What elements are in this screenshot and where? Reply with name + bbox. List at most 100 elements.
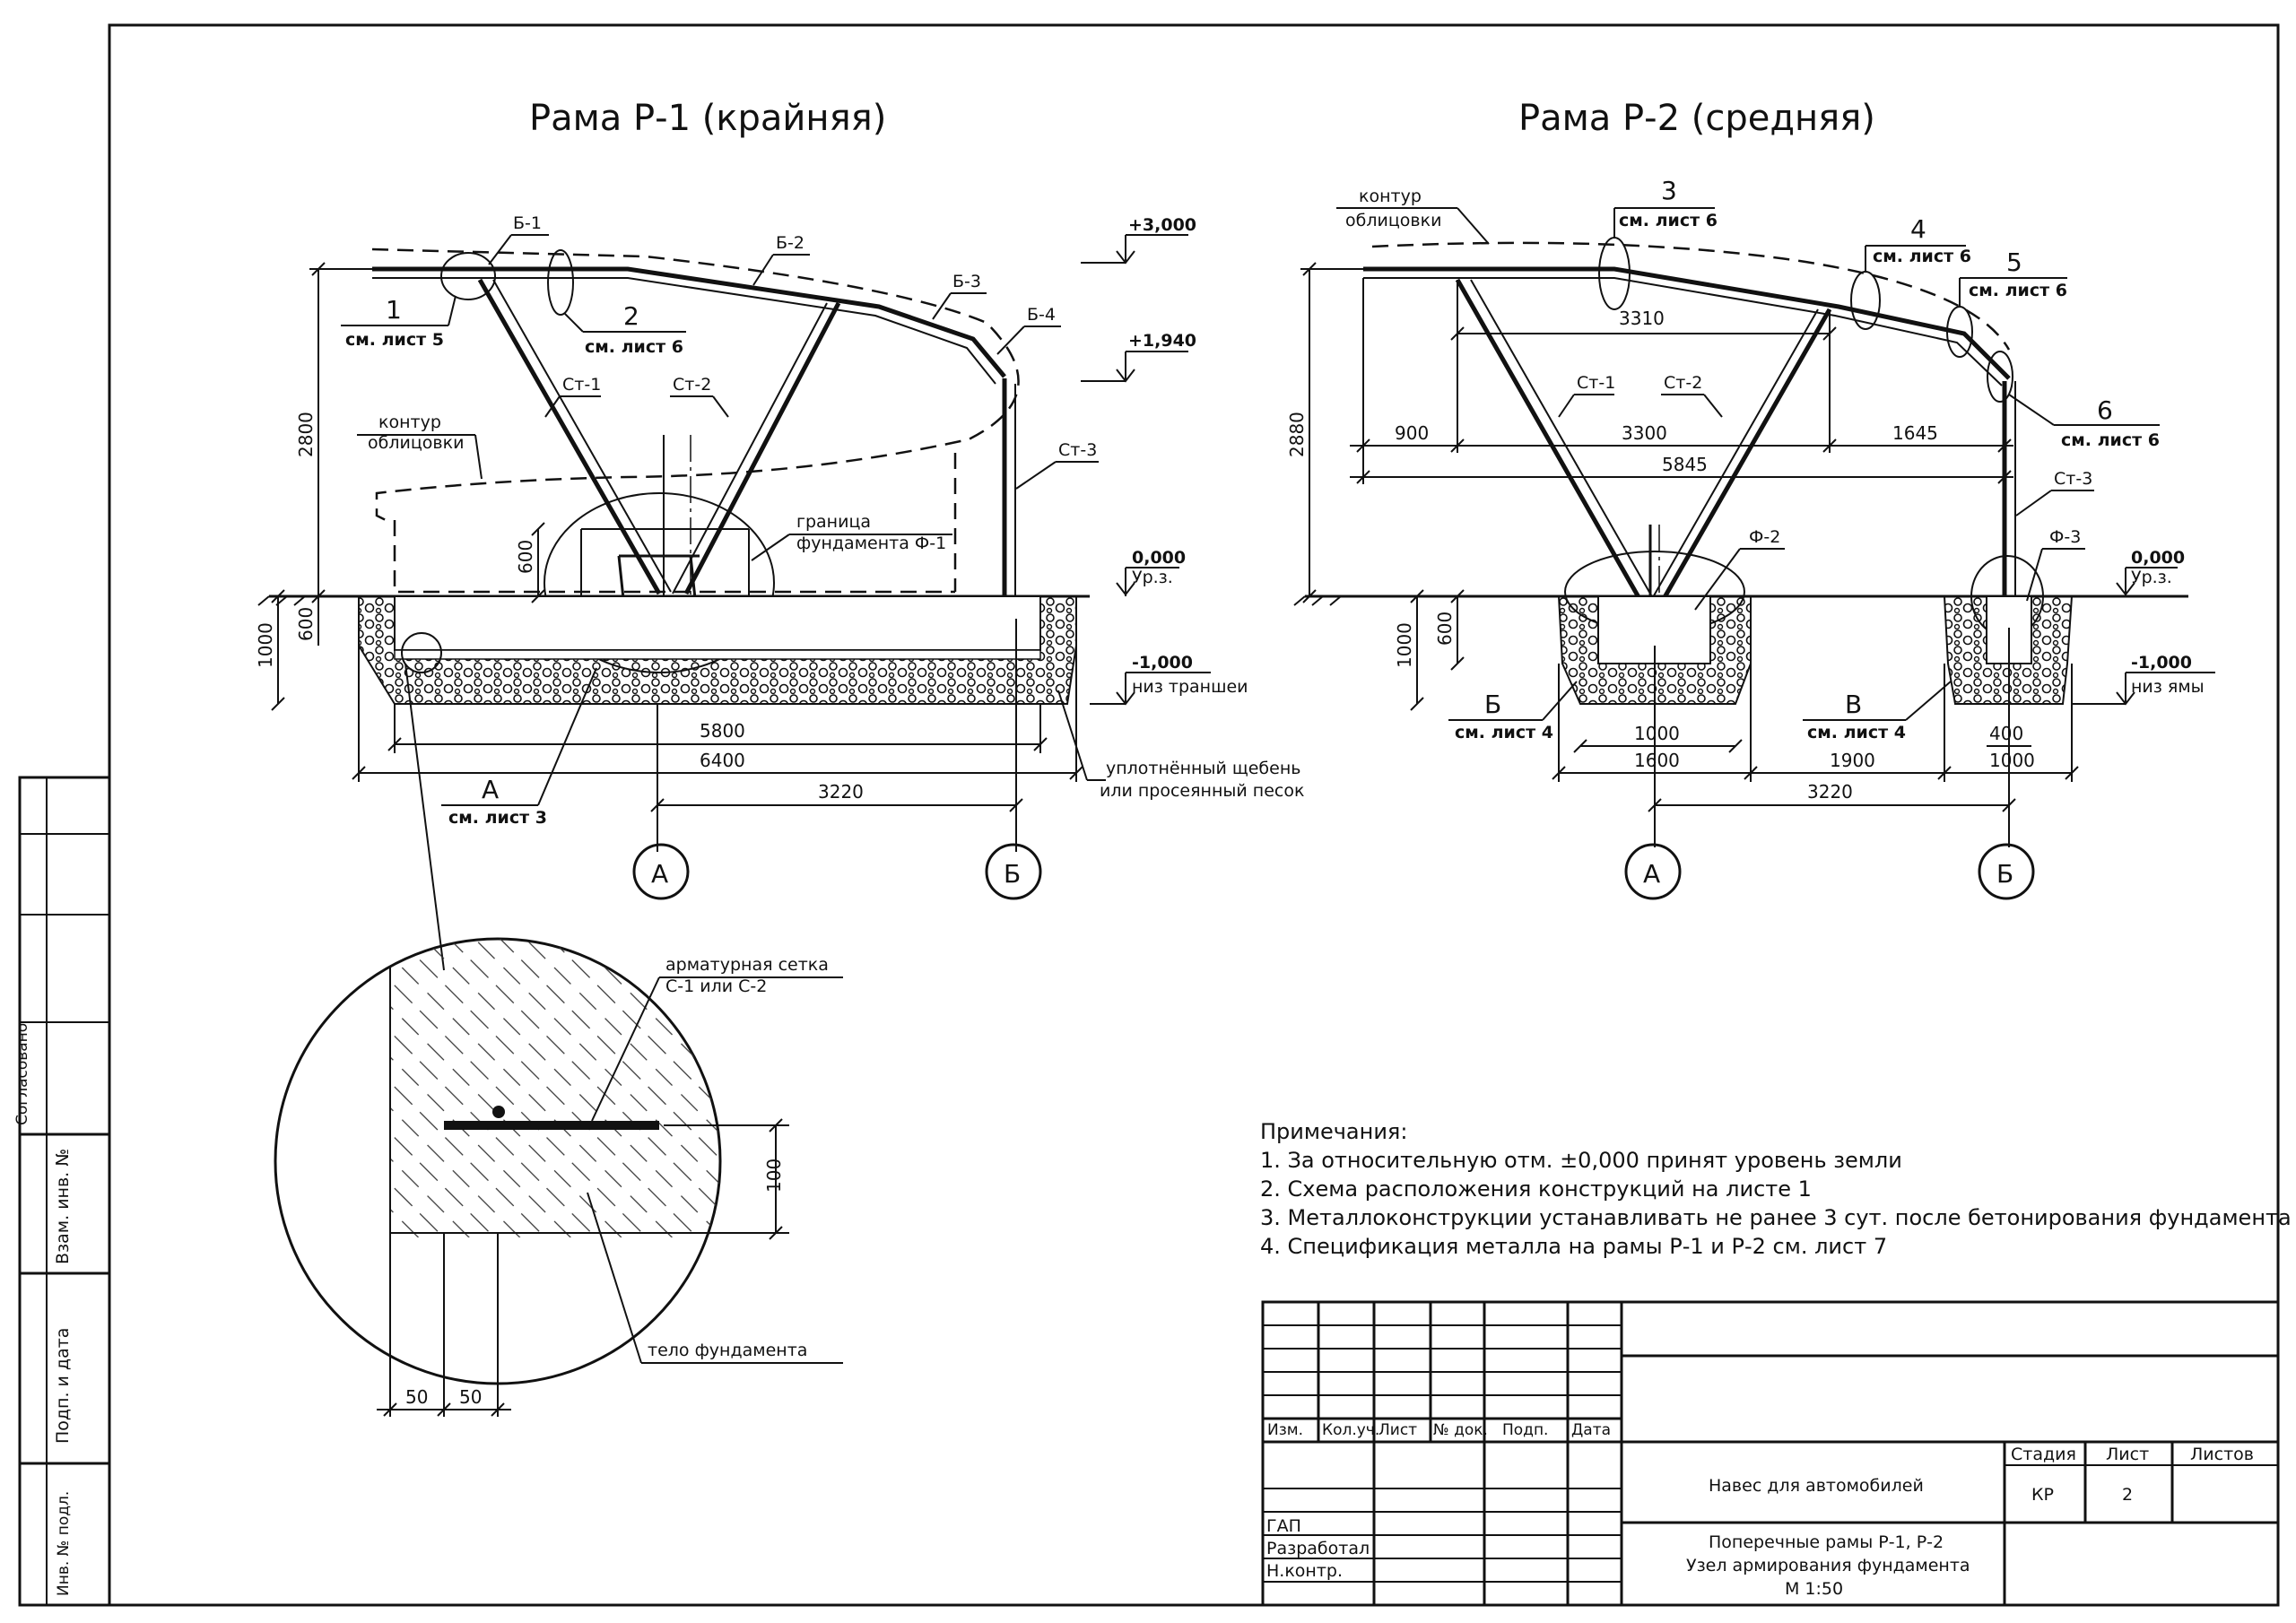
f2-dim-900: 900 [1395,422,1429,444]
f2-level-bottom: -1,000 [2131,653,2192,673]
note-4: 4. Спецификация металла на рамы Р-1 и Р-… [1260,1234,1887,1259]
f1-contour-2: облицовки [368,433,464,453]
tb-col-kol: Кол.уч. [1322,1421,1379,1439]
f1-label-b2: Б-2 [776,233,804,253]
f2-label-st3: Ст-3 [2054,469,2092,489]
f1-dim-1000: 1000 [255,622,276,668]
f2-callout-6: 6 [2097,395,2113,425]
detail-reinforcement: 100 50 50 арматурная сетка С-1 или С-2 т… [274,937,843,1417]
f2-dim-h: 2880 [1286,412,1308,457]
tb-col-date: Дата [1571,1421,1611,1439]
note-3: 3. Металлоконструкции устанавливать не р… [1260,1205,2292,1230]
f1-level-ground: Ур.з. [1132,568,1173,587]
f1-boundary-2: фундамента Ф-1 [796,534,946,553]
f2-axis-b-label: Б [1996,859,2013,889]
tb-role-nkontr: Н.контр. [1266,1561,1343,1581]
tb-sheet-title-1: Поперечные рамы Р-1, Р-2 [1709,1532,1944,1552]
f1-callout-1-ref: см. лист 5 [345,330,444,350]
f1-label-b3: Б-3 [952,272,981,291]
f1-levels: +3,000 +1,940 0,000 Ур.з. -1,000 низ тра… [1081,215,1248,706]
left-stamp: Согласовано Взам. инв. № Подп. и дата Ин… [13,776,111,1607]
detail-dim-50a: 50 [405,1386,428,1408]
f2-callout-v: В [1845,690,1862,719]
tb-sheet-title-3: М 1:50 [1785,1579,1843,1599]
tb-role-dev: Разработал [1266,1539,1370,1558]
f1-gravel-1: уплотнённый щебень [1106,759,1300,778]
f2-callout-4: 4 [1910,214,1926,244]
f1-dim-h: 2800 [295,412,317,457]
f2-label-st1: Ст-1 [1577,373,1615,393]
f2-callout-5: 5 [2006,247,2022,277]
f2-dim-3220: 3220 [1807,781,1853,803]
f2-callout-3: 3 [1661,176,1677,205]
stamp-sign: Подп. и дата [53,1328,73,1444]
f2-axis-a [1624,843,1682,900]
f1-gravel-2: или просеянный песок [1100,781,1304,801]
f2-dimensions: 2880 3310 900 3300 1645 5845 600 1000 10… [1286,262,2079,812]
frame-p2: Рама Р-2 (средняя) контур облицовк [1286,98,2215,900]
f1-level-bottom-lbl: низ траншеи [1132,677,1248,697]
f2-levels: 0,000 Ур.з. -1,000 низ ямы [2072,548,2215,706]
f2-dim-1600: 1600 [1634,750,1680,771]
f2-level-zero: 0,000 [2131,548,2185,568]
f2-callout-5-ref: см. лист 6 [1969,281,2067,300]
f2-callout-4-ref: см. лист 6 [1873,247,1971,266]
f1-boundary-1: граница [796,512,871,532]
note-2: 2. Схема расположения конструкций на лис… [1260,1176,1812,1202]
tb-stage-h: Стадия [2011,1445,2076,1464]
tb-col-doc: № док. [1433,1421,1488,1439]
f2-contour-1: контур [1359,187,1422,206]
tb-sheet-title-2: Узел армирования фундамента [1686,1556,1970,1575]
f2-dim-400: 400 [1989,723,2023,744]
frame-p1: Рама Р-1 (крайняя) [255,98,1304,971]
f2-label-f2: Ф-2 [1749,527,1780,547]
f1-dimensions: 2800 600 600 1000 5800 6400 3220 [255,262,1083,812]
f1-label-st2: Ст-2 [673,375,711,395]
f2-dim-1000: 1000 [1394,622,1415,668]
note-1: 1. За относительную отм. ±0,000 принят у… [1260,1148,1902,1173]
notes: Примечания: 1. За относительную отм. ±0,… [1260,1119,2292,1259]
frame2-title: Рама Р-2 (средняя) [1518,98,1875,139]
detail-body: тело фундамента [648,1341,807,1360]
f1-level-bottom: -1,000 [1132,653,1193,673]
f2-dim-3310: 3310 [1619,308,1665,329]
f1-label-b4: Б-4 [1027,305,1056,325]
f2-axis-a-label: А [1643,859,1660,889]
f1-axis-a [632,843,690,900]
f2-dim-1645: 1645 [1892,422,1938,444]
f1-axis-b [985,843,1042,900]
f2-callout-b-ref: см. лист 4 [1455,723,1553,742]
stamp-sogl: Согласовано [13,1023,31,1125]
f2-label-st2: Ст-2 [1664,373,1702,393]
stamp-inv: Инв. № подл. [55,1491,73,1596]
f2-axis-b [1978,843,2035,900]
f1-callout-2-ref: см. лист 6 [585,337,683,357]
f2-callout-3-ref: см. лист 6 [1619,211,1718,230]
f1-dim-600a: 600 [515,540,536,574]
f1-callout-a-ref: см. лист 3 [448,808,547,828]
f1-contour-1: контур [378,412,441,432]
notes-header: Примечания: [1260,1119,1407,1144]
detail-dim-50b: 50 [459,1386,482,1408]
f2-level-ground: Ур.з. [2131,568,2172,587]
tb-sheet: 2 [2122,1485,2133,1505]
f2-callout-b: Б [1484,690,1501,719]
tb-stage: КР [2031,1485,2054,1505]
f1-axis-b-label: Б [1004,859,1021,889]
tb-sheet-h: Лист [2106,1445,2149,1464]
tb-col-list: Лист [1378,1421,1417,1439]
f2-contour-2: облицовки [1345,211,1441,230]
f2-dim-1000a: 1000 [1634,723,1680,744]
f1-axis-a-label: А [651,859,668,889]
f1-label-st3: Ст-3 [1058,440,1097,460]
tb-col-sign: Подп. [1502,1421,1548,1439]
f1-callout-2: 2 [623,301,639,331]
f1-callout-a: А [482,775,499,804]
f2-dim-5845: 5845 [1662,454,1708,475]
f1-label-st1: Ст-1 [562,375,601,395]
detail-mesh-1: арматурная сетка [665,955,829,975]
f2-dim-600: 600 [1434,612,1456,646]
f2-label-f3: Ф-3 [2049,527,2081,547]
f1-label-b1: Б-1 [513,213,542,233]
